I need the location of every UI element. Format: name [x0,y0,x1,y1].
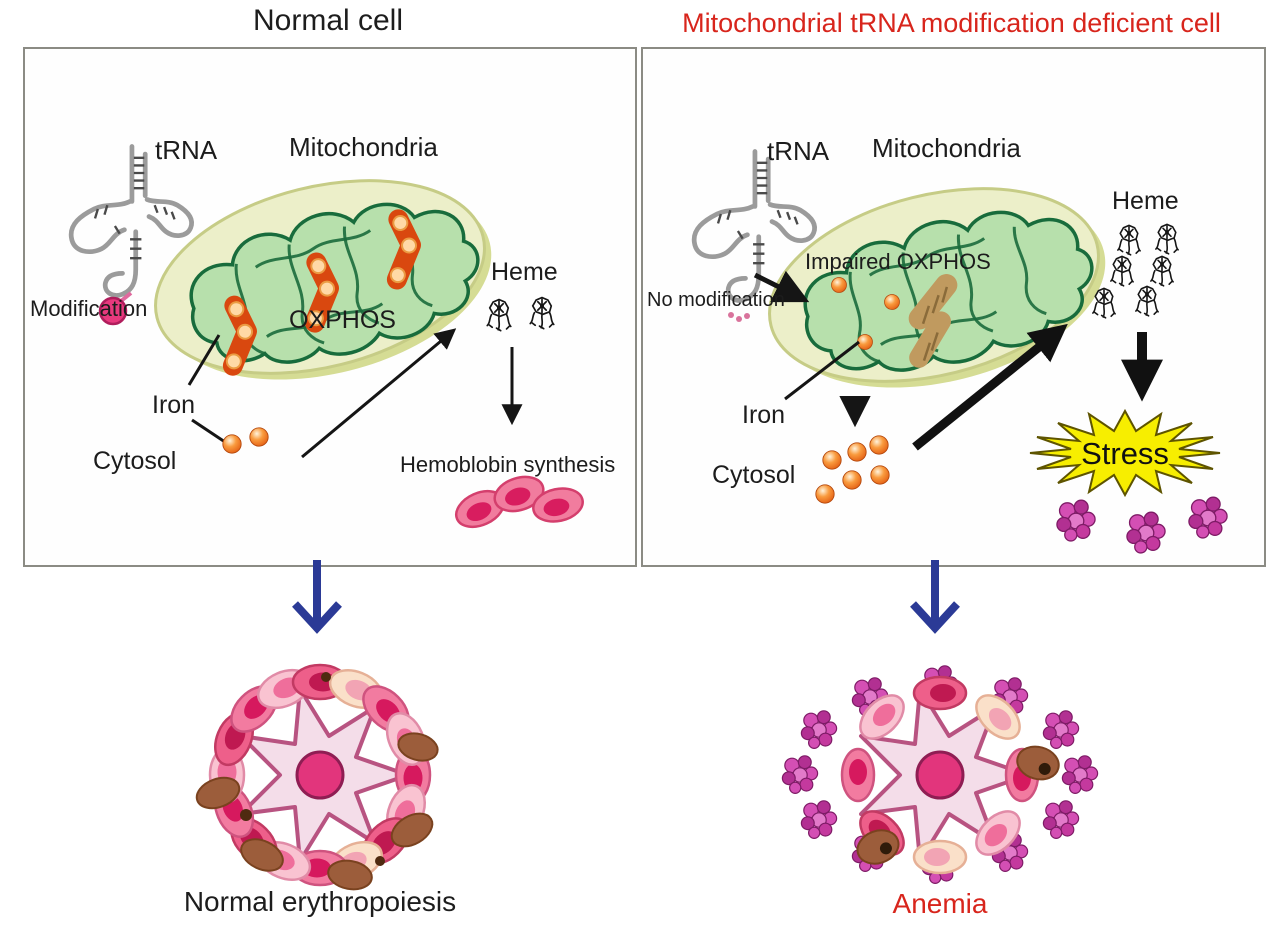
heme-molecule-icon [1110,255,1134,287]
heme-molecule-icon [486,298,512,332]
erythroblastic-island-anemia [781,665,1099,885]
iron-pointer-to-cytosol [191,418,226,444]
impaired-oxphos-segments [921,286,949,362]
protein-aggregate-icon [1042,800,1080,840]
oxphos-label: OXPHOS [289,306,396,334]
iron-dot-icon [222,434,242,454]
impaired-oxphos-complexes [908,274,958,368]
heme-label: Heme [491,258,558,286]
protein-aggregate-icon [781,755,819,795]
trna-label: tRNA [155,135,218,165]
iron-to-heme-thick-arrow [912,323,1068,451]
hemoglobin-synthesis-label: Hemoblobin synthesis [400,452,616,477]
deficient-cell-illustration: Stress [643,49,1228,554]
modification-label: Modification [30,296,148,321]
normal-cell-title: Normal cell [252,4,404,37]
iron-dot-icon [869,435,889,455]
modification-link [119,291,133,303]
protein-aggregate-icon [1126,511,1166,554]
heme-molecule-icon [1117,224,1141,256]
heme-label: Heme [1112,187,1179,215]
iron-pointer-to-mitochondria [784,340,860,401]
stress-label: Stress [1081,436,1169,471]
residual-modification-marks [728,312,750,322]
iron-dot-icon [884,294,900,310]
heme-molecule-icon [1135,285,1159,317]
no-modification-arrow [753,270,810,303]
stress-burst: Stress [1029,408,1221,498]
protein-aggregate-icon [800,800,838,840]
iron-to-heme-arrow [301,328,457,459]
anemia-label: Anemia [892,888,988,919]
no-modification-label: No modification [647,289,785,311]
protein-aggregate-icon [1056,499,1096,542]
iron-dot-icon [815,484,835,504]
erythroblastic-island-normal [195,663,439,891]
iron-dot-icon [831,277,847,293]
iron-dot-icon [822,450,842,470]
cytosol-label: Cytosol [93,447,177,475]
flow-arrow-right [910,560,960,634]
iron-dot-icon [847,442,867,462]
deficient-cell-title: Mitochondrial tRNA modification deficien… [682,8,1221,38]
normal-cell-illustration [25,49,584,529]
modification-dot-icon [98,296,128,326]
iron-dot-icon [249,427,269,447]
iron-dot-icon [857,334,873,350]
heme-molecule-icon [1155,223,1179,255]
iron-label: Iron [742,401,786,429]
impaired-oxphos-label: Impaired OXPHOS [805,249,991,274]
iron-dot-icon [870,465,890,485]
red-blood-cells [455,475,584,529]
expelled-nuclei-cells [195,672,439,891]
iron-dot-icon [842,470,862,490]
mitochondria-label: Mitochondria [872,133,1021,163]
iron-pointer-to-mitochondria [187,334,221,386]
protein-aggregate-icon [800,710,838,750]
mitochondria-label: Mitochondria [289,132,438,162]
protein-aggregate-icon [1061,755,1099,795]
mitochondrion-illustration [154,179,492,380]
normal-cell-panel: tRNA Mitochondria Modification OXPHOS Ir… [23,47,637,567]
cytosol-label: Cytosol [712,461,796,489]
deficient-cell-panel: Stress tRNA Mitochondria No modification… [641,47,1266,567]
heme-molecule-icon [1150,255,1174,287]
oxphos-iron-dots [225,214,418,370]
flow-arrow-left [292,560,342,634]
trna-label: tRNA [767,136,830,166]
protein-aggregate-icon [1042,710,1080,750]
mitochondrion-illustration [768,187,1106,388]
heme-molecule-icon [529,296,555,330]
protein-aggregate-icon [1188,496,1228,539]
normal-erythropoiesis-label: Normal erythropoiesis [183,886,457,917]
iron-label: Iron [152,391,196,419]
expelled-nuclei-cells [856,745,1060,865]
